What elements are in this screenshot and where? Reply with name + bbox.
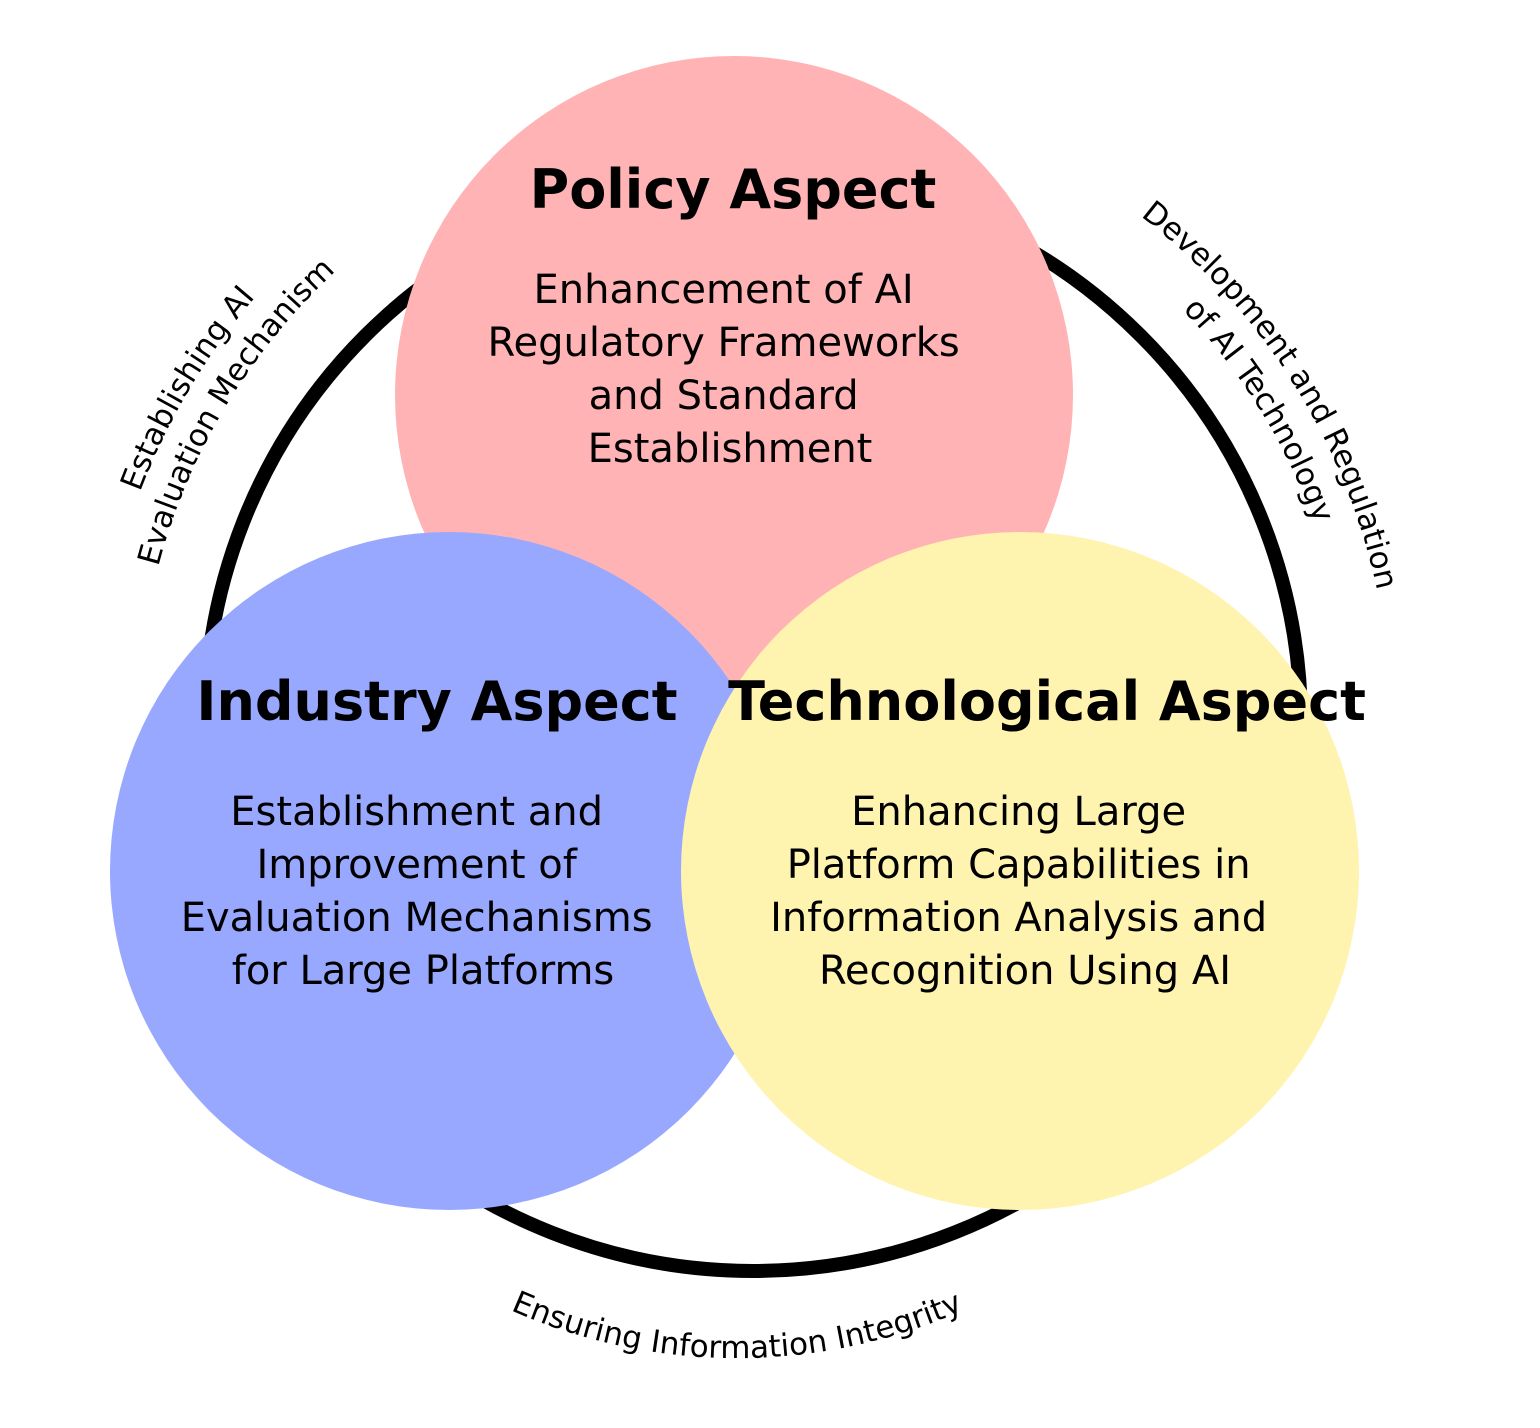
technological-line-4: Recognition Using AI xyxy=(819,948,1231,994)
industry-line-1: Establishment and xyxy=(230,789,603,835)
policy-description: Enhancement of AI Regulatory Frameworks … xyxy=(488,267,973,472)
policy-line-1: Enhancement of AI xyxy=(534,267,914,313)
technological-description: Enhancing Large Platform Capabilities in… xyxy=(770,789,1280,994)
technological-line-3: Information Analysis and xyxy=(770,895,1267,941)
technological-group: Technological Aspect Enhancing Large Pla… xyxy=(728,670,1366,994)
industry-line-3: Evaluation Mechanisms xyxy=(181,895,653,941)
industry-title: Industry Aspect xyxy=(196,670,677,733)
policy-title: Policy Aspect xyxy=(530,158,937,221)
industry-circle xyxy=(110,532,788,1210)
policy-line-3: and Standard xyxy=(589,373,859,419)
label-industry-technological: Ensuring Information Integrity xyxy=(507,1284,967,1366)
technological-line-2: Platform Capabilities in xyxy=(787,842,1251,888)
technological-line-1: Enhancing Large xyxy=(851,789,1186,835)
industry-line-4: for Large Platforms xyxy=(232,948,615,994)
industry-line-2: Improvement of xyxy=(256,842,577,888)
policy-line-4: Establishment xyxy=(588,426,873,472)
policy-group: Policy Aspect Enhancement of AI Regulato… xyxy=(488,158,973,472)
technological-title: Technological Aspect xyxy=(728,670,1366,733)
technological-circle xyxy=(681,532,1359,1210)
policy-line-2: Regulatory Frameworks xyxy=(488,320,960,366)
industry-group: Industry Aspect Establishment and Improv… xyxy=(181,670,678,994)
industry-description: Establishment and Improvement of Evaluat… xyxy=(181,789,666,994)
